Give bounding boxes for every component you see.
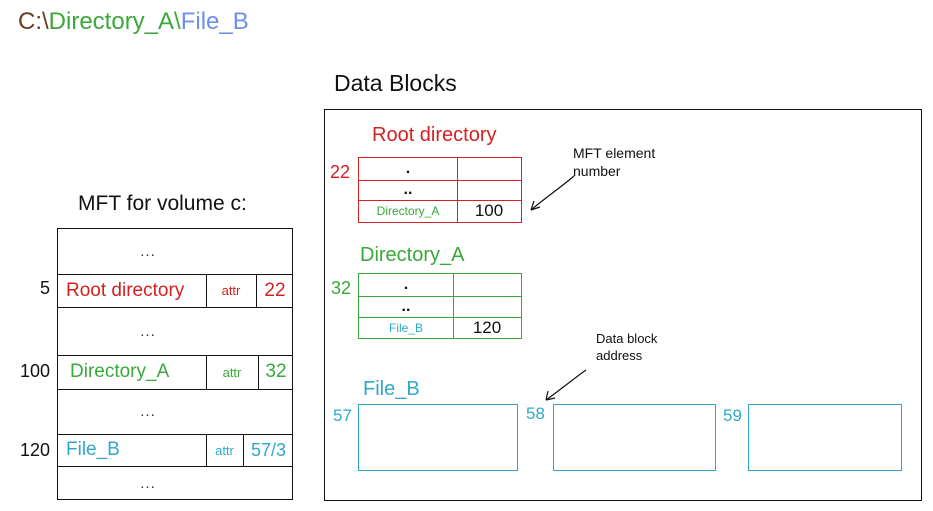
mft-row-ellipsis: ...: [140, 243, 156, 260]
dira-entry-name: File_B: [388, 320, 423, 335]
root-entry-mft-number: 100: [474, 201, 504, 220]
root-entry-parent: ..: [403, 181, 413, 198]
mft-record-dira-name: Directory_A: [70, 361, 170, 382]
mft-record-dira-attr: attr: [222, 364, 242, 380]
mft-row-ellipsis: ...: [140, 475, 156, 492]
root-entry-name: Directory_A: [376, 204, 440, 218]
file-path: C:\Directory_A\File_B: [18, 8, 249, 36]
root-entry-self: .: [405, 160, 411, 177]
root-directory-label: Root directory: [372, 124, 497, 146]
mft-row-ellipsis: ...: [140, 322, 156, 340]
mft-record-root-attr: attr: [221, 283, 241, 298]
data-block-address-note: Data block address: [596, 331, 658, 363]
mft-row-ellipsis: ...: [140, 403, 156, 420]
data-block-address: 58: [526, 404, 545, 423]
mft-table: ... Root directory attr 22 ... Directory…: [57, 228, 293, 500]
directory-a-block-number: 32: [331, 278, 352, 298]
data-block: [358, 404, 518, 471]
mft-record-root-name: Root directory: [66, 279, 185, 301]
data-blocks-frame: [324, 109, 922, 501]
path-drive: C:\: [18, 8, 49, 35]
path-file: File_B: [180, 8, 249, 35]
mft-element-number-note: MFT element number: [573, 145, 656, 179]
arrow-head: [530, 200, 541, 211]
file-b-label: File_B: [363, 378, 420, 400]
data-block: [748, 404, 902, 471]
data-block-address: 57: [333, 406, 352, 425]
root-directory-table: . .. Directory_A 100: [358, 157, 522, 223]
dira-entry-self: .: [403, 276, 409, 293]
mft-title: MFT for volume c:: [78, 192, 247, 215]
dira-entry-parent: ..: [401, 297, 411, 315]
mft-record-fileb-ref: 57/3: [250, 439, 287, 460]
mft-row-number: 100: [19, 361, 50, 381]
data-blocks-title: Data Blocks: [334, 70, 457, 96]
arrow-to-mft-number: [530, 175, 575, 211]
mft-record-dira-ref: 32: [265, 361, 287, 382]
mft-row-number: 5: [39, 278, 50, 298]
data-block: [553, 404, 716, 471]
root-directory-block-number: 22: [330, 162, 351, 182]
mft-record-fileb-attr: attr: [215, 442, 234, 458]
data-block-address: 59: [723, 406, 742, 425]
dira-entry-mft-number: 120: [472, 317, 502, 337]
mft-record-fileb-name: File_B: [66, 439, 120, 460]
arrow-to-block-address: [545, 369, 587, 401]
arrow-head: [545, 390, 556, 401]
path-directory: Directory_A\: [48, 8, 181, 35]
mft-row-number: 120: [19, 440, 50, 460]
directory-a-table: . .. File_B 120: [358, 273, 522, 339]
mft-record-root-ref: 22: [264, 279, 286, 301]
directory-a-label: Directory_A: [360, 244, 465, 266]
